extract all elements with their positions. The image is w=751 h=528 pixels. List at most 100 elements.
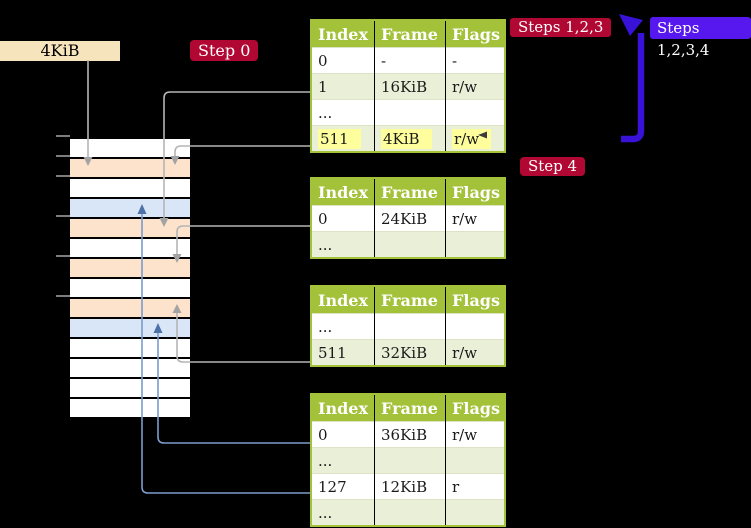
page-size-label: 4KiB	[0, 41, 120, 61]
table-cell	[374, 499, 446, 526]
highlighted-value: 511	[318, 128, 361, 149]
table-row: 511 4KiB r/w	[311, 125, 505, 152]
memory-tick	[56, 255, 70, 257]
column-header: Flags	[445, 178, 505, 206]
memory-frame-peach	[70, 159, 190, 179]
table-cell: 1	[311, 73, 375, 100]
column-header: Frame	[374, 394, 446, 422]
memory-tick	[56, 215, 70, 217]
memory-frame-peach	[70, 219, 190, 239]
table-row: ...	[311, 447, 505, 474]
column-header: Flags	[445, 20, 505, 48]
steps1234-badge: Steps 1,2,3,4	[650, 17, 751, 59]
table-row: ...	[311, 499, 505, 526]
column-header: Index	[311, 286, 375, 314]
memory-frame-blue	[70, 319, 190, 339]
highlighted-value: r/w	[452, 128, 492, 149]
table-cell	[445, 499, 505, 526]
table-cell: ...	[311, 231, 375, 258]
memory-tick	[56, 135, 70, 137]
memory-frame-white	[70, 339, 190, 359]
highlighted-value: 4KiB	[381, 128, 432, 149]
table-cell	[374, 99, 446, 126]
memory-frame-peach	[70, 299, 190, 319]
table-cell	[445, 447, 505, 474]
step0-badge: Step 0	[190, 40, 259, 61]
table-cell: r	[445, 473, 505, 500]
step4-badge: Step 4	[520, 157, 586, 176]
table-cell: -	[445, 47, 505, 74]
table-cell: 511	[311, 125, 375, 152]
column-header: Index	[311, 178, 375, 206]
table-row: ...	[311, 231, 505, 258]
table-cell	[374, 231, 446, 258]
table-cell	[445, 313, 505, 340]
table-cell: ...	[311, 313, 375, 340]
recursive-mapping-arrow	[621, 33, 645, 143]
table-cell: -	[374, 47, 446, 74]
table-cell: 0	[311, 421, 375, 448]
memory-frame-white	[70, 359, 190, 379]
memory-frame-white	[70, 399, 190, 419]
table-cell: r/w	[445, 205, 505, 232]
memory-tick	[56, 155, 70, 157]
steps123-badge: Steps 1,2,3	[510, 18, 612, 37]
memory-frame-white	[70, 179, 190, 199]
memory-frame-white	[70, 379, 190, 399]
arrowhead-upleft-icon	[619, 14, 643, 36]
memory-frame-white	[70, 279, 190, 299]
table-row: ...	[311, 313, 505, 340]
table-cell: 24KiB	[374, 205, 446, 232]
table-cell: 511	[311, 339, 375, 366]
physical-memory-stack	[70, 137, 190, 419]
table-cell	[374, 447, 446, 474]
table-cell: 0	[311, 47, 375, 74]
column-header: Frame	[374, 178, 446, 206]
table-cell	[445, 231, 505, 258]
table-cell: 12KiB	[374, 473, 446, 500]
table-cell: 4KiB	[374, 125, 446, 152]
memory-frame-white	[70, 239, 190, 259]
table-cell	[374, 313, 446, 340]
table-cell: ...	[311, 499, 375, 526]
memory-tick	[56, 295, 70, 297]
column-header: Frame	[374, 286, 446, 314]
column-header: Flags	[445, 286, 505, 314]
arrow-l3entry0-to-frame24k	[176, 225, 310, 255]
table-row: ...	[311, 99, 505, 126]
column-header: Index	[311, 20, 375, 48]
memory-tick	[56, 175, 70, 177]
arrow-l2entry511-to-frame32k	[176, 312, 310, 363]
table-cell: r/w	[445, 421, 505, 448]
table-cell: r/w	[445, 125, 505, 152]
table-cell: 32KiB	[374, 339, 446, 366]
table-cell: 16KiB	[374, 73, 446, 100]
table-cell: ...	[311, 99, 375, 126]
table-cell	[445, 99, 505, 126]
table-cell: r/w	[445, 73, 505, 100]
table-cell: ...	[311, 447, 375, 474]
table-cell: 0	[311, 205, 375, 232]
table-cell: 127	[311, 473, 375, 500]
arrow-l4entry511-to-frame4k	[174, 145, 310, 157]
column-header: Index	[311, 394, 375, 422]
column-header: Frame	[374, 20, 446, 48]
table-row: 0--	[311, 47, 505, 74]
memory-frame-peach	[70, 259, 190, 279]
column-header: Flags	[445, 394, 505, 422]
memory-frame-white	[70, 139, 190, 159]
